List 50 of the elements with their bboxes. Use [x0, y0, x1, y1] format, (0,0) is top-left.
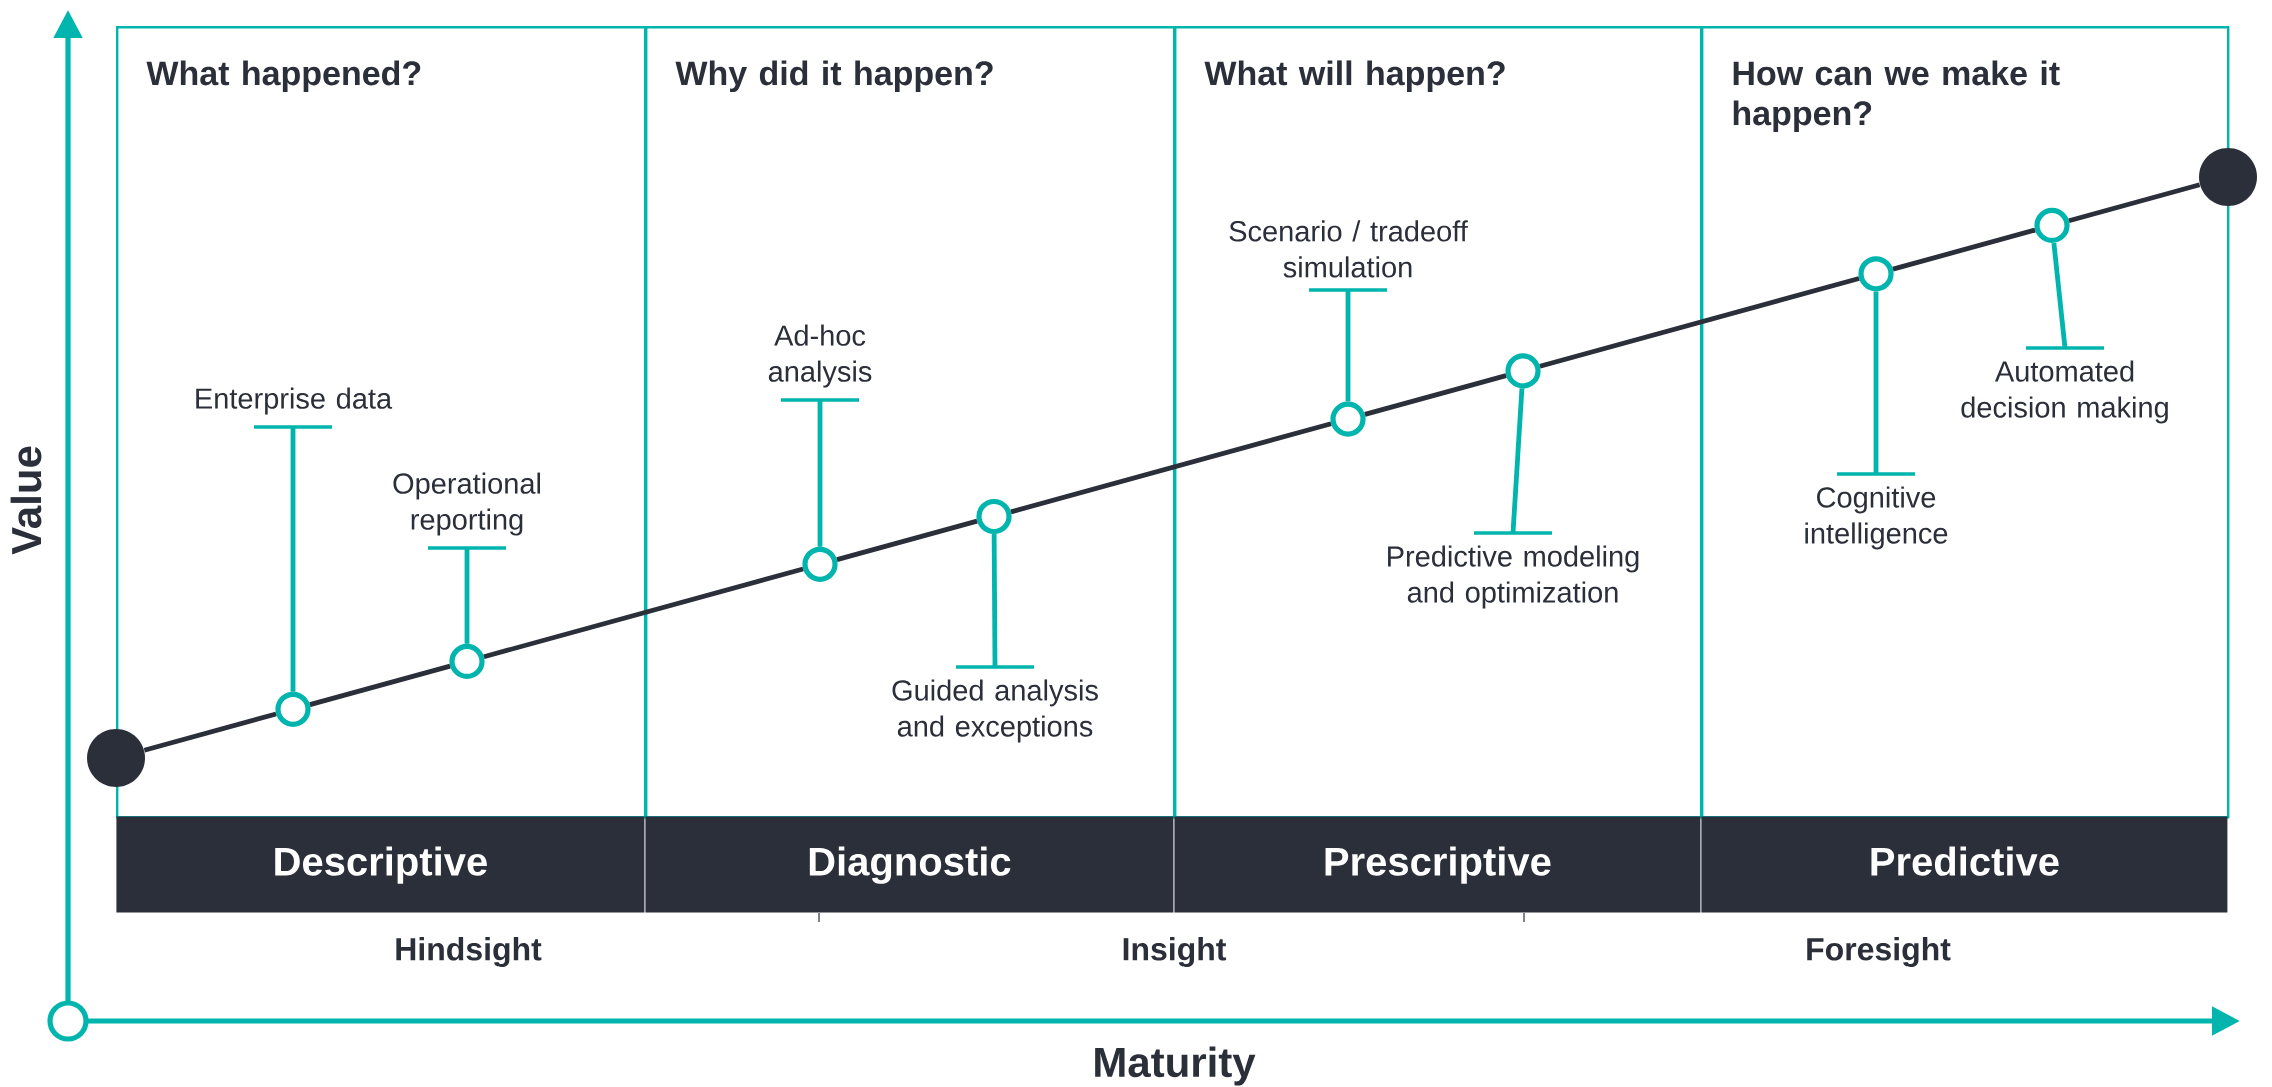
- leader-line: [464, 548, 470, 644]
- trend-line: [1892, 227, 2036, 272]
- node-label: Predictive: [1871, 846, 2059, 876]
- milestone-label: Operational reporting: [393, 472, 541, 536]
- milestone-circle: [802, 546, 838, 582]
- trend-line: [1539, 276, 1860, 369]
- leader-line: [817, 400, 823, 547]
- milestone-label: Scenario / tradeoff simulation: [1229, 220, 1468, 278]
- trend-line: [1364, 373, 1507, 417]
- column-heading: Why did it happen?: [675, 60, 993, 93]
- end-dot: [87, 729, 145, 787]
- trend-line: [143, 711, 277, 753]
- milestone-circle: [976, 498, 1012, 535]
- trend-line: [309, 663, 451, 707]
- leader-line: [1345, 290, 1351, 402]
- leader-line: [1873, 291, 1879, 474]
- column-heading: What will happen?: [1204, 60, 1505, 93]
- leader-line: [1510, 388, 1525, 534]
- trend-line: [2068, 182, 2201, 224]
- node-label: Prescriptive: [1325, 846, 1551, 884]
- milestone-label: Automated decision making: [1961, 360, 2168, 424]
- leader-line: [2051, 242, 2068, 349]
- milestone-circle: [275, 691, 311, 727]
- category-band: Descriptive: [116, 816, 645, 913]
- milestone-circle: [1330, 401, 1366, 437]
- stage-label: Insight: [1123, 937, 1227, 967]
- column-heading: How can we make it happen?: [1733, 60, 2060, 133]
- end-dot: [2199, 148, 2257, 206]
- milestone-label: Cognitive intelligence: [1805, 486, 1948, 550]
- milestone-label: Enterprise data: [196, 387, 393, 415]
- milestone-circle: [1505, 353, 1541, 389]
- category-band: Prescriptive: [1174, 816, 1701, 913]
- node-label: Descriptive: [275, 846, 487, 884]
- leader-line: [290, 427, 296, 692]
- milestone-circle: [2034, 207, 2070, 243]
- milestone-label: Predictive modeling and optimization: [1388, 545, 1639, 609]
- milestone-label: Ad-hoc analysis: [768, 324, 872, 388]
- column-heading: What happened?: [146, 60, 421, 93]
- trend-line: [1010, 421, 1332, 515]
- milestone-label: Guided analysis and exceptions: [892, 679, 1098, 743]
- trend-line: [483, 566, 804, 660]
- milestone-circle: [1858, 256, 1894, 292]
- axis-title: Value: [10, 446, 42, 555]
- leader-line: [991, 534, 998, 667]
- category-band: Diagnostic: [645, 816, 1174, 913]
- category-band: Predictive: [1701, 816, 2228, 913]
- milestone-circle: [449, 643, 485, 679]
- axis-title: Maturity: [1095, 1046, 1256, 1086]
- node-label: Diagnostic: [809, 846, 1011, 884]
- trend-line: [836, 518, 978, 562]
